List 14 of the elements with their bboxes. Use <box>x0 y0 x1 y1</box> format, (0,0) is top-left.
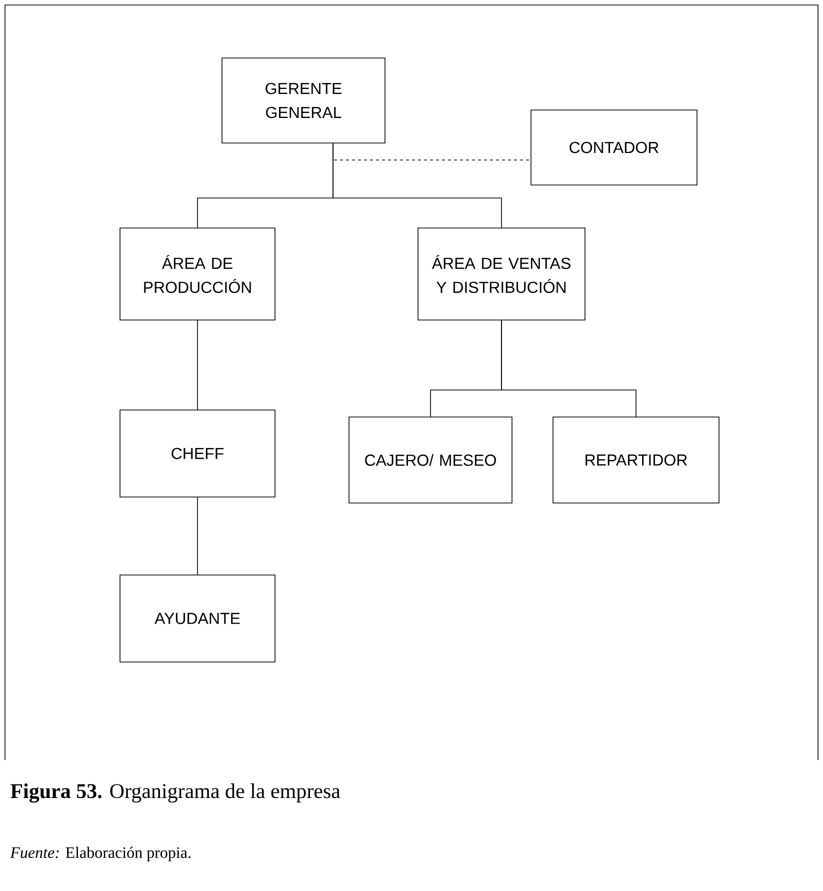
org-box: ÁREA DE VENTAS Y DISTRIBUCIÓN <box>418 228 586 320</box>
org-box: REPARTIDOR <box>552 416 720 504</box>
figure-caption: Figura 53. Organigrama de la empresa <box>10 783 340 803</box>
org-box: GERENTE GENERAL <box>222 58 386 144</box>
connector-line <box>197 320 198 410</box>
org-box: ÁREA DE PRODUCCIÓN <box>120 228 276 320</box>
org-box: CAJERO/ MESEO <box>348 416 512 504</box>
org-box: CONTADOR <box>530 110 698 186</box>
connector-line <box>332 142 502 228</box>
connector-line <box>197 496 198 576</box>
org-box: CHEFF <box>120 410 276 498</box>
source-note: Fuente: Elaboración propia. <box>10 846 190 862</box>
org-box: AYUDANTE <box>120 574 276 662</box>
connector-line <box>501 320 636 418</box>
